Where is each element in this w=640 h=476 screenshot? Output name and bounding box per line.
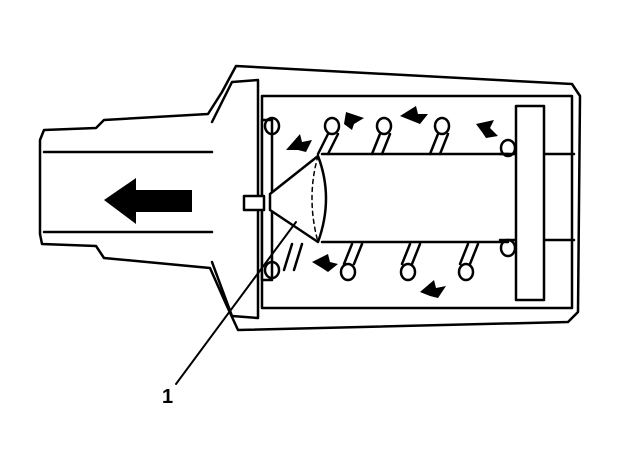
small-flow-arrows: [286, 106, 498, 298]
spring-coils-top: [263, 116, 517, 158]
callout-label-1: 1: [162, 386, 174, 408]
spring-coils-bottom: [263, 238, 517, 282]
end-plate: [514, 104, 546, 302]
small-arrow: [344, 112, 364, 130]
small-arrow: [476, 120, 498, 138]
small-arrow: [420, 280, 446, 298]
poppet-face: [311, 155, 319, 243]
seat-nub: [242, 194, 266, 212]
callout-leader-1: [175, 221, 297, 385]
small-arrow: [286, 134, 312, 152]
valve-poppet: [268, 154, 328, 244]
flow-arrow: [104, 178, 192, 224]
small-arrow: [312, 254, 338, 272]
small-arrow: [400, 106, 428, 124]
poppet-shaft: [320, 152, 510, 244]
valve-housing: [38, 64, 582, 332]
